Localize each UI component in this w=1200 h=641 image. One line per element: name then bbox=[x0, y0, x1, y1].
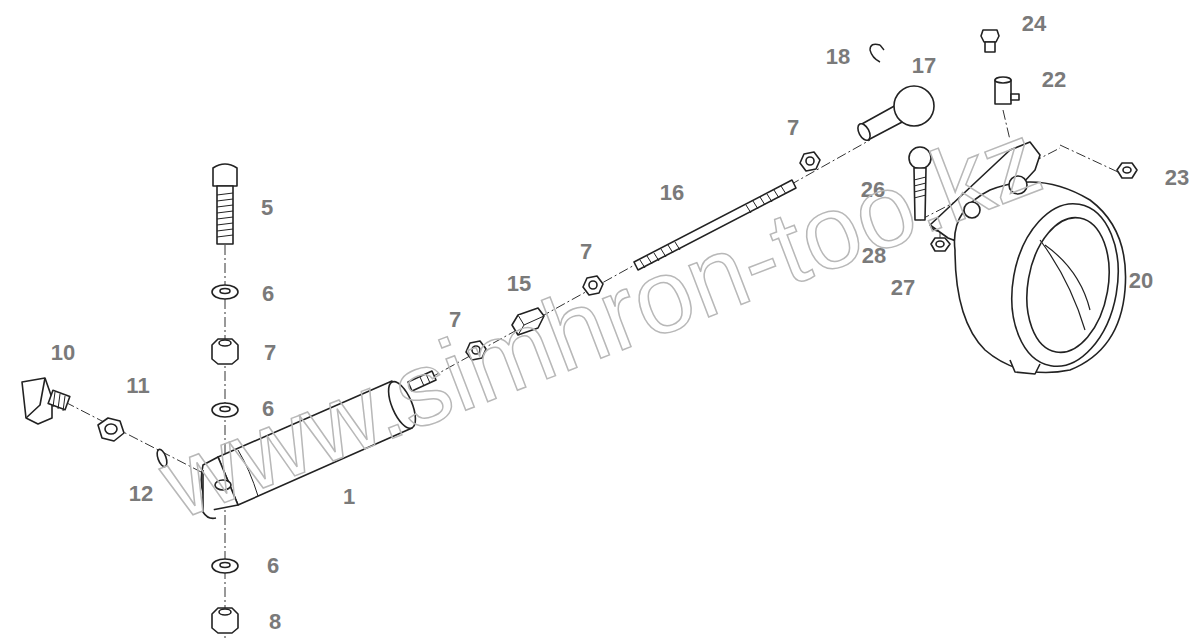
callout-number: 6 bbox=[267, 555, 279, 577]
callout-number: 5 bbox=[261, 197, 273, 219]
watermark: www.simhron-too.kz bbox=[147, 105, 1053, 536]
callout-number: 10 bbox=[51, 342, 75, 364]
callout-number: 20 bbox=[1129, 270, 1153, 292]
callout-number: 11 bbox=[126, 375, 149, 397]
callout-number: 7 bbox=[787, 117, 799, 139]
callout-number: 16 bbox=[660, 182, 684, 204]
callout-number: 17 bbox=[912, 55, 936, 77]
bolt bbox=[213, 164, 237, 244]
callout-number: 1 bbox=[343, 486, 355, 508]
callout-number: 8 bbox=[269, 611, 281, 633]
callout-number: 12 bbox=[129, 483, 153, 505]
callout-number: 27 bbox=[891, 277, 915, 299]
callout-number: 24 bbox=[1022, 13, 1046, 35]
callout-number: 6 bbox=[262, 283, 274, 305]
callout-number: 7 bbox=[264, 342, 276, 364]
callout-number: 22 bbox=[1042, 69, 1066, 91]
callout-number: 23 bbox=[1165, 167, 1189, 189]
callout-number: 18 bbox=[826, 46, 850, 68]
callout-number: 7 bbox=[580, 241, 592, 263]
